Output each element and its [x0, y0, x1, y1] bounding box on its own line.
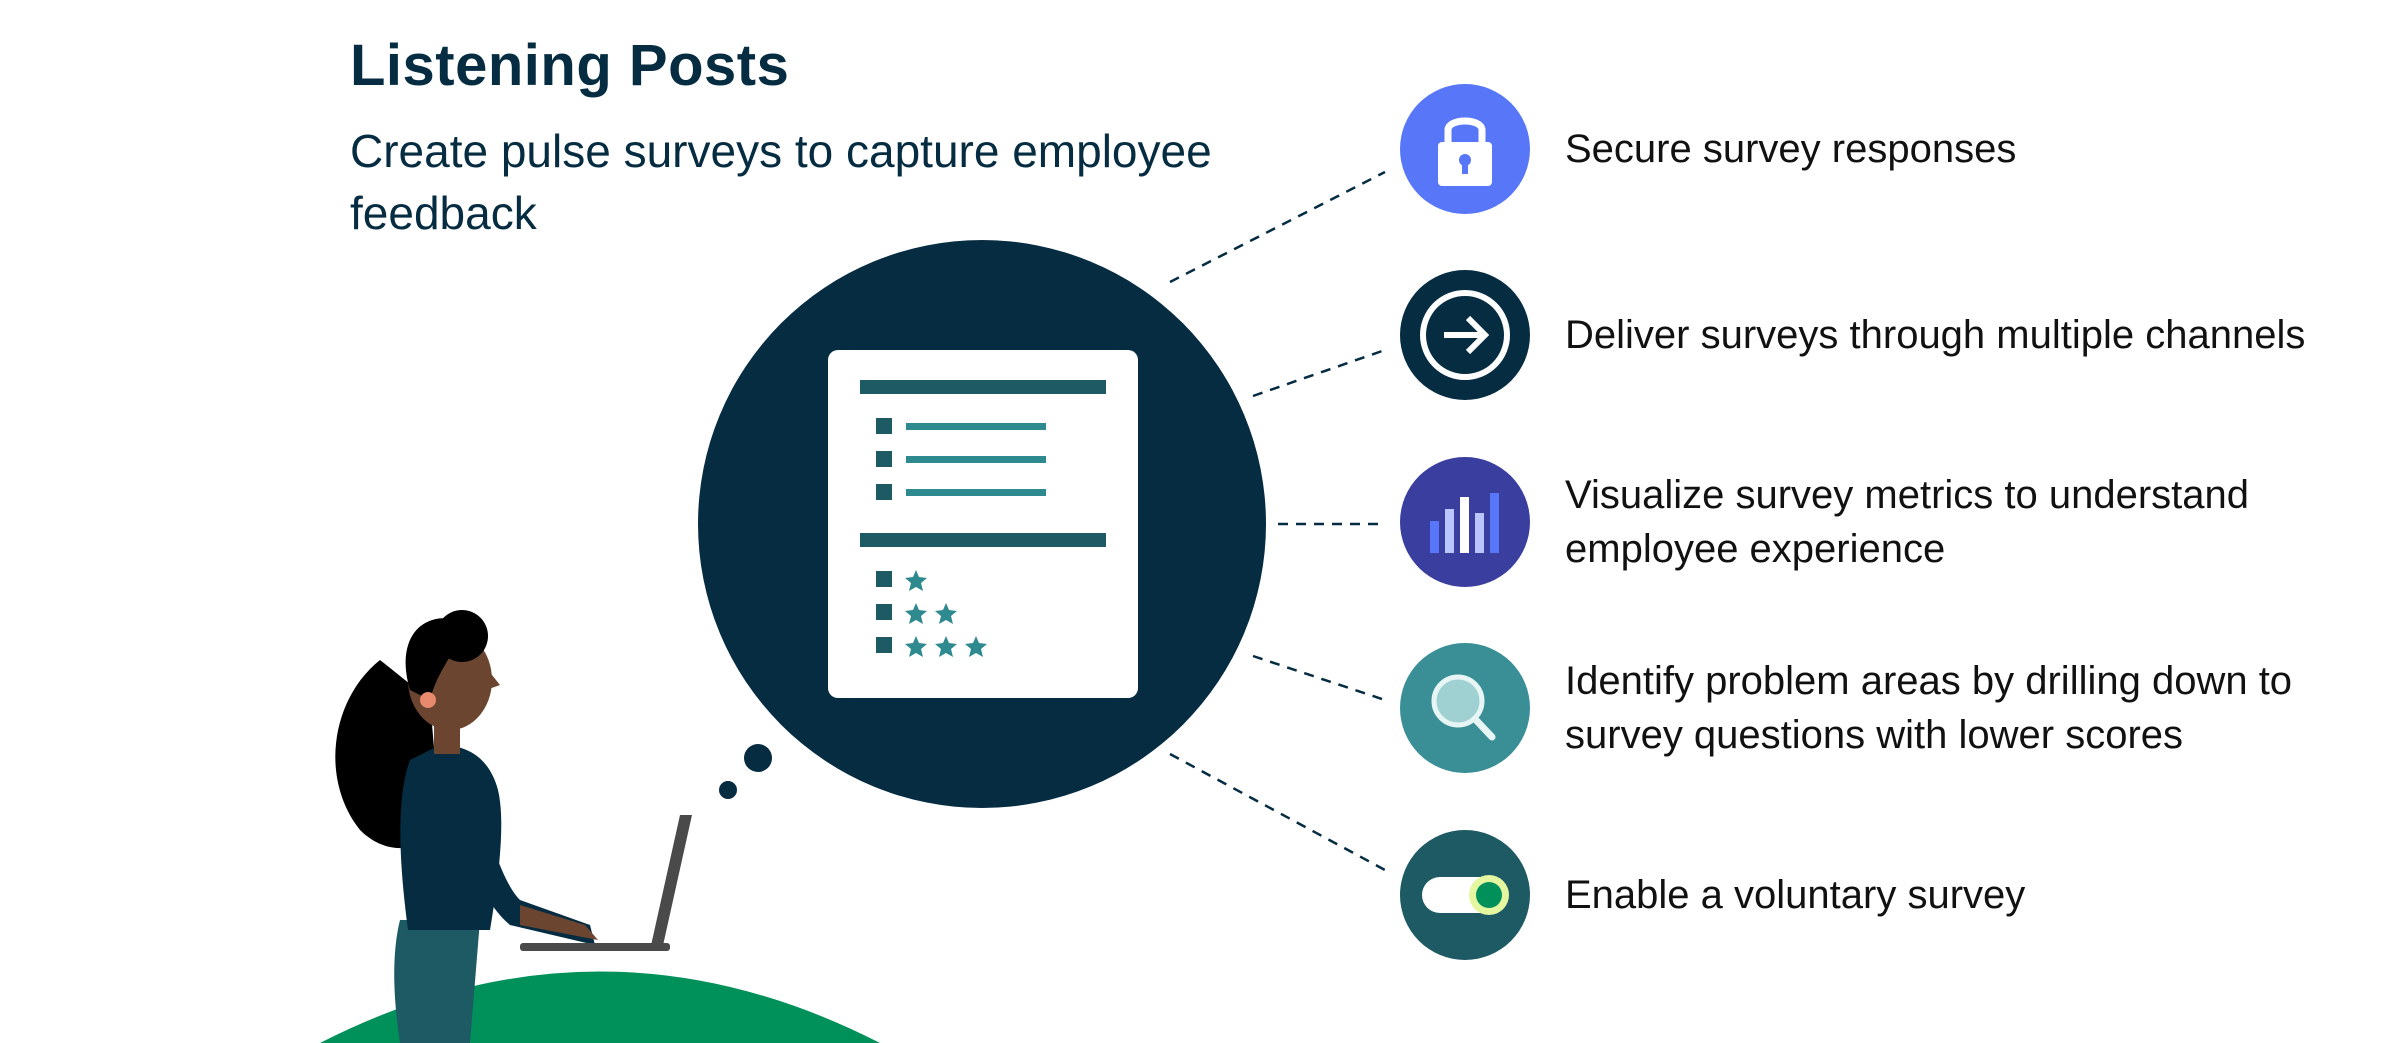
- feature-icon-circle: [1400, 643, 1530, 773]
- feature-identify-problems: Identify problem areas by drilling down …: [1400, 643, 2380, 773]
- illustration: [320, 170, 1386, 1043]
- connector-line-1: [1169, 170, 1386, 284]
- feature-label: Visualize survey metrics to understand e…: [1565, 473, 2250, 571]
- feature-label: Deliver surveys through multiple channel…: [1565, 313, 2306, 357]
- feature-label: Secure survey responses: [1565, 127, 2017, 171]
- connector-line-2: [1252, 348, 1386, 398]
- feature-label: Enable a voluntary survey: [1565, 873, 2026, 917]
- feature-secure-responses: Secure survey responses: [1400, 84, 2380, 214]
- person-figure: [335, 610, 598, 1043]
- page-subtitle: Create pulse surveys to capture employee…: [350, 125, 1212, 239]
- rating-stars: [905, 570, 987, 657]
- feature-deliver-channels: Deliver surveys through multiple channel…: [1400, 270, 2380, 400]
- feature-icon-circle: [1400, 270, 1530, 400]
- page-title: Listening Posts: [350, 33, 790, 98]
- bar-chart-icon: [1430, 493, 1499, 553]
- laptop-icon: [520, 815, 692, 951]
- magnifier-icon: [1431, 674, 1496, 741]
- connector-line-5: [1169, 752, 1386, 872]
- feature-icon-circle: [1400, 830, 1530, 960]
- arrow-right-icon: [1420, 290, 1510, 380]
- feature-visualize-metrics: Visualize survey metrics to understand e…: [1400, 457, 2380, 587]
- thought-dot-small: [719, 781, 737, 799]
- connector-line-4: [1252, 654, 1386, 702]
- thought-dot-large: [744, 744, 772, 772]
- feature-voluntary-survey: Enable a voluntary survey: [1400, 830, 2380, 960]
- toggle-icon: [1422, 875, 1509, 915]
- feature-icon-circle: [1400, 84, 1530, 214]
- lock-icon: [1438, 117, 1492, 186]
- connector-lines: [1169, 170, 1386, 872]
- feature-icon-circle: [1400, 457, 1530, 587]
- feature-label: Identify problem areas by drilling down …: [1565, 659, 2293, 757]
